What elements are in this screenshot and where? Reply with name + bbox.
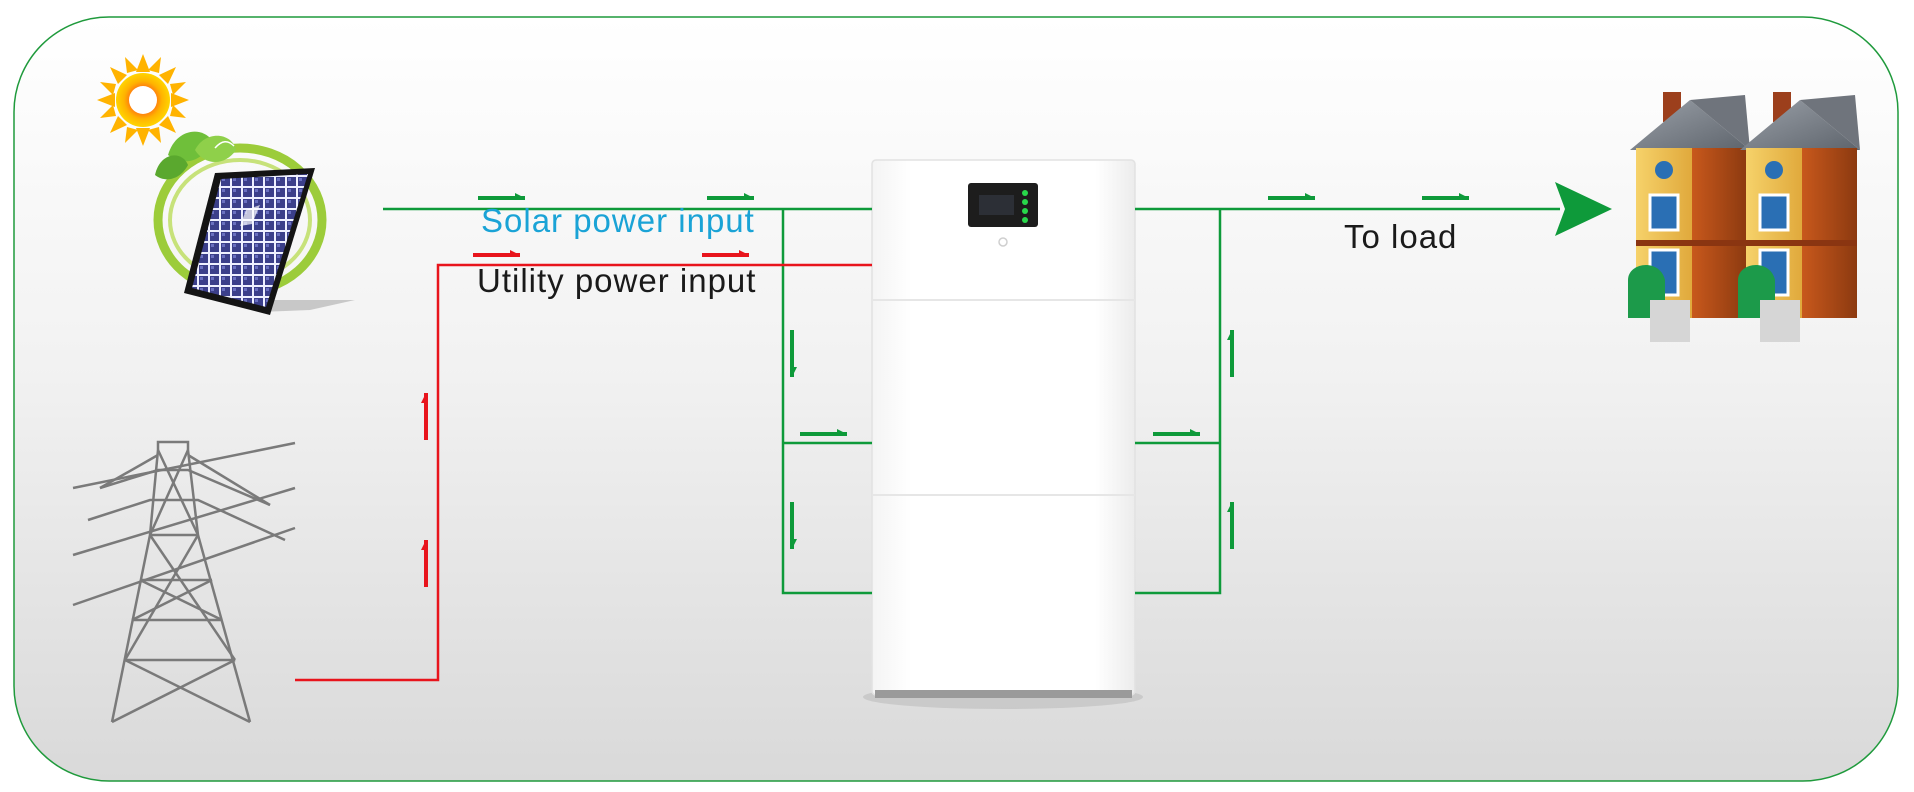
solar-input-label: Solar power input (481, 202, 755, 239)
solar-power-lines (383, 207, 1560, 595)
utility-flow-arrows (421, 250, 749, 587)
transmission-tower-icon (72, 440, 296, 724)
solar-panel-icon (153, 131, 355, 315)
utility-input-label: Utility power input (477, 262, 756, 299)
utility-power-lines (295, 263, 872, 682)
solar-flow-arrows (478, 182, 1612, 549)
sun-icon (97, 54, 189, 146)
to-load-label: To load (1344, 218, 1457, 255)
houses-icon (1628, 92, 1860, 342)
battery-storage-icon (863, 159, 1143, 709)
